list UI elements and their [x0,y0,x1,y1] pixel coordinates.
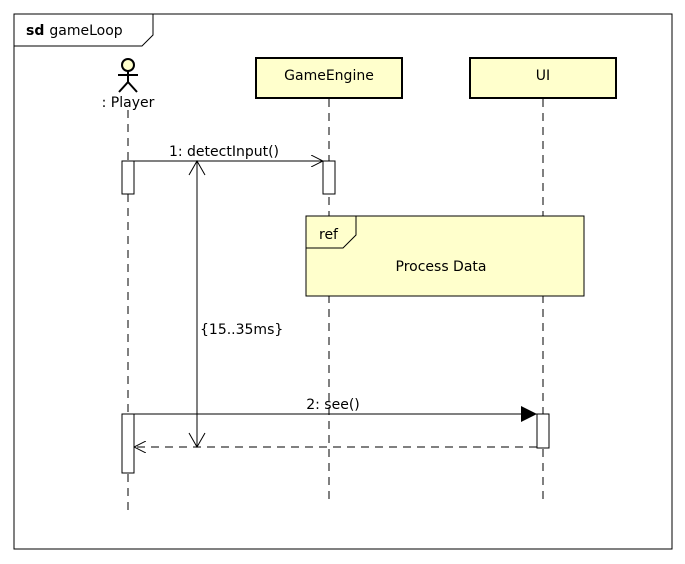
ui-head [469,57,617,99]
duration-constraint-label: {15..35ms} [200,322,283,338]
player-actor-icon [118,58,138,93]
message-label-1: 1: detectInput() [169,144,279,160]
player-activation-1 [121,160,135,195]
ref-text: Process Data [396,259,487,275]
duration-arrow-top [188,159,206,176]
ref-tab [306,216,357,249]
ref-tag: ref [319,227,339,243]
frame-tab [14,14,154,47]
engine-head-label: GameEngine [284,68,374,84]
player-label: : Player [102,95,155,111]
message-label-2: 2: see() [306,397,360,413]
player-activation-2 [121,413,135,474]
ref-fragment [305,215,585,297]
diagram-frame [13,13,673,550]
engine-head [255,57,403,99]
ui-activation-1 [536,413,550,449]
ui-head-label: UI [536,68,550,84]
engine-activation-1 [322,160,336,195]
